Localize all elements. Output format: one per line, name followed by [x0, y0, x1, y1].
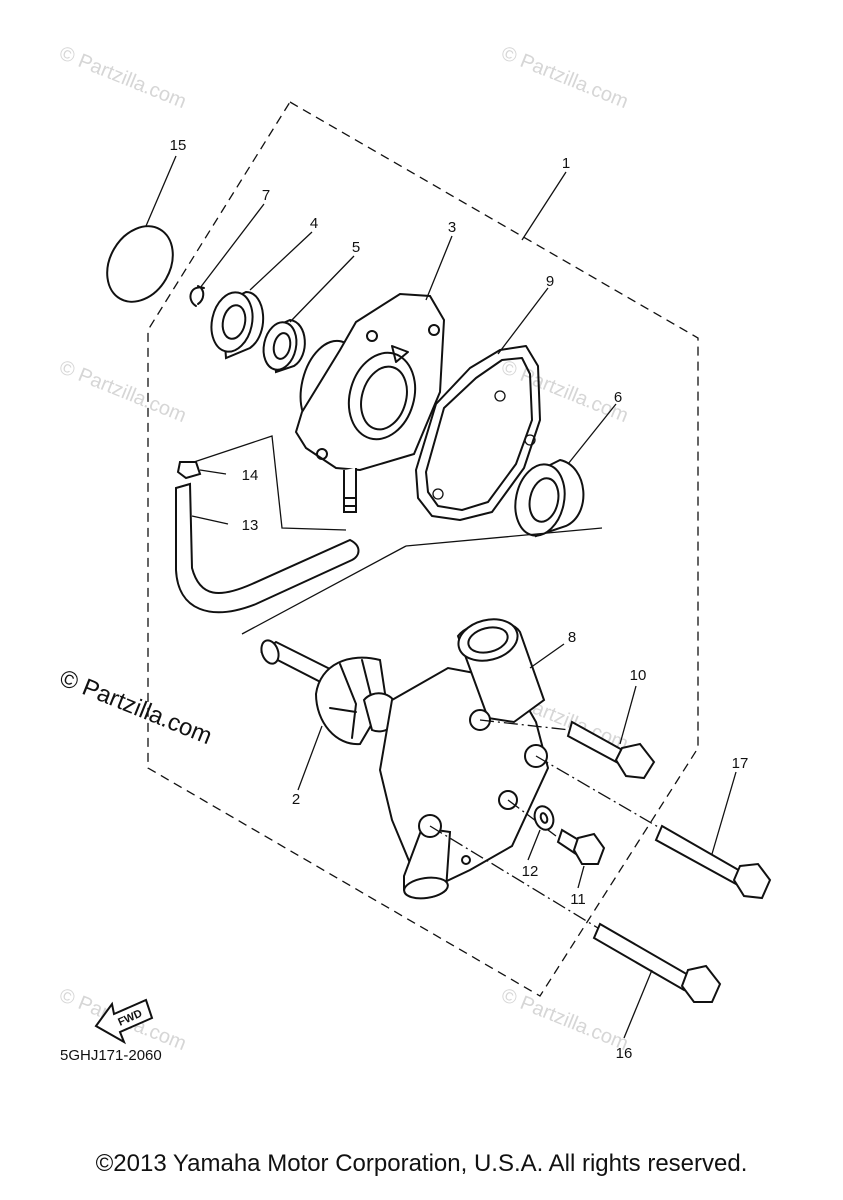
- callout-3: 3: [448, 219, 456, 236]
- watermark-prominent: © Partzilla.com: [56, 665, 216, 751]
- callout-17: 17: [732, 755, 749, 772]
- assembly-outline: [147, 101, 699, 997]
- callout-10: 10: [630, 667, 647, 684]
- watermark-text: © Partzilla.com: [56, 356, 189, 427]
- callout-6: 6: [614, 389, 622, 406]
- callout-16: 16: [616, 1045, 633, 1062]
- hose: [175, 482, 360, 614]
- callout-2: 2: [292, 791, 300, 808]
- shaft-bracket-line: [241, 527, 603, 635]
- bolt-10-axis: [479, 719, 571, 731]
- callout-14: 14: [242, 467, 259, 484]
- hose-clamp: [176, 461, 202, 480]
- callout-13: 13: [242, 517, 259, 534]
- callout-15: 15: [170, 137, 187, 154]
- gasket: [415, 345, 541, 521]
- callout-1: 1: [562, 155, 570, 172]
- callout-5: 5: [352, 239, 360, 256]
- mechanical-seal: [514, 458, 585, 538]
- bolt-10: [566, 720, 656, 780]
- bolt-11: [556, 828, 606, 865]
- callout-7: 7: [262, 187, 270, 204]
- fwd-arrow-icon: FWD: [94, 998, 154, 1045]
- watermark-text: © Partzilla.com: [498, 356, 631, 427]
- diagram-code: 5GHJ171-2060: [60, 1047, 162, 1064]
- o-ring: [106, 225, 174, 303]
- watermark-text: © Partzilla.com: [498, 42, 631, 113]
- bearing: [210, 290, 264, 360]
- bolt-16-axis: [429, 825, 599, 929]
- callout-4: 4: [310, 215, 318, 232]
- bolt-16: [592, 922, 722, 1003]
- circlip: [189, 285, 205, 307]
- watermark-text: © Partzilla.com: [498, 984, 631, 1055]
- callouts: 1 2 3 4 5 6 7 8 9 10 11 12 13 14 15 16 1…: [170, 137, 749, 1062]
- pump-cover: [378, 618, 550, 900]
- copyright-notice: ©2013 Yamaha Motor Corporation, U.S.A. A…: [95, 1150, 748, 1177]
- oil-seal: [262, 318, 306, 374]
- pump-housing: [294, 292, 446, 513]
- callout-11: 11: [570, 891, 586, 908]
- callout-leaders: [145, 155, 737, 1039]
- washer: [533, 805, 555, 831]
- callout-8: 8: [568, 629, 576, 646]
- hose-bracket-line: [193, 435, 347, 531]
- callout-12: 12: [522, 863, 539, 880]
- impeller: [260, 639, 400, 746]
- watermark-text: © Partzilla.com: [56, 42, 189, 113]
- bolt-17: [654, 824, 772, 900]
- callout-9: 9: [546, 273, 554, 290]
